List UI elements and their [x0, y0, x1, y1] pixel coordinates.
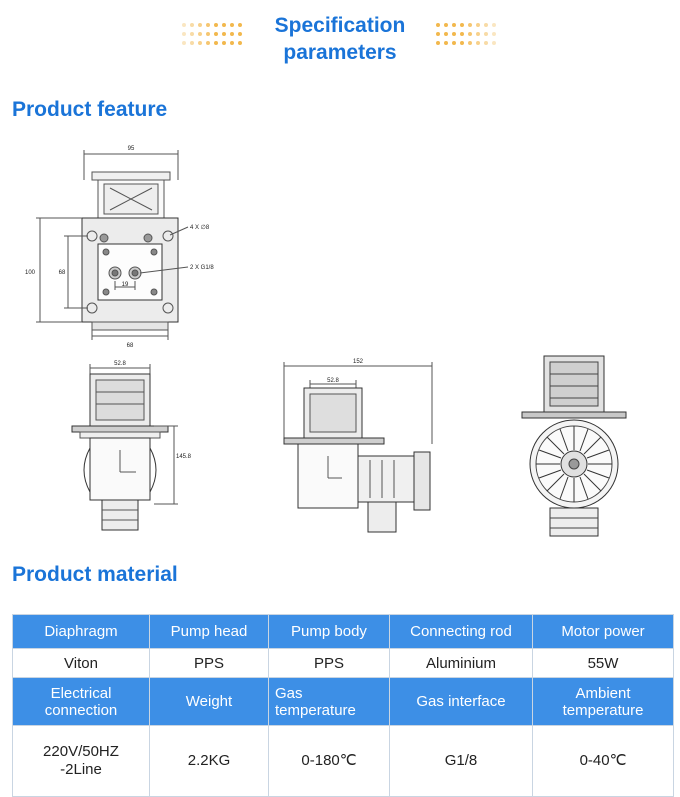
header-cell: Connecting rod [389, 614, 533, 649]
dim-side-width: 52.8 [327, 378, 339, 384]
dim-width: 95 [128, 146, 135, 152]
table-row: Viton PPS PPS Aluminium 55W [12, 648, 674, 678]
table-row: Electrical connection Weight Gas tempera… [12, 677, 674, 726]
table-row: Diaphragm Pump head Pump body Connecting… [12, 614, 674, 649]
dim-side-length: 152 [353, 359, 364, 365]
product-feature-title: Product feature [12, 98, 168, 121]
dim-holes: 4 X ∅8 [190, 224, 210, 231]
decorative-dots-right-icon [436, 23, 496, 45]
dim-front-height: 145.8 [176, 454, 192, 460]
header-cell: Ambient temperature [532, 677, 674, 726]
dim-port-spacing: 19 [122, 282, 129, 288]
value-cell: 0-180℃ [268, 725, 390, 797]
header-cell: Weight [149, 677, 269, 726]
page-title-line1: Specification [274, 14, 406, 37]
value-cell: PPS [268, 648, 390, 678]
front-view-drawing: 52.8 145.8 [71, 361, 192, 531]
dim-hole-spacing-v: 68 [59, 270, 66, 276]
header-cell: Pump body [268, 614, 390, 649]
dim-height: 100 [25, 270, 36, 276]
material-table: Diaphragm Pump head Pump body Connecting… [12, 614, 674, 797]
value-cell: 2.2KG [149, 725, 269, 797]
value-cell: Viton [12, 648, 150, 678]
dim-ports: 2 X G1/8 [190, 265, 214, 271]
value-cell: 220V/50HZ -2Line [12, 725, 150, 797]
rear-view-drawing [521, 355, 627, 537]
header-cell: Diaphragm [12, 614, 150, 649]
header-cell: Pump head [149, 614, 269, 649]
header-cell: Motor power [532, 614, 674, 649]
value-cell: G1/8 [389, 725, 533, 797]
header-cell: Electrical connection [12, 677, 150, 726]
dim-front-width: 52.8 [114, 361, 126, 367]
dim-hole-spacing-h: 68 [127, 343, 134, 349]
page-title-line2: parameters [283, 41, 397, 64]
header-cell: Gas interface [389, 677, 533, 726]
product-material-title: Product material [12, 563, 178, 586]
decorative-dots-left-icon [182, 23, 242, 45]
page-title: Specification parameters [0, 12, 680, 66]
value-cell: 55W [532, 648, 674, 678]
header-cell: Gas temperature [268, 677, 390, 726]
value-cell: 0-40℃ [532, 725, 674, 797]
side-view-drawing: 152 52.8 [283, 359, 433, 533]
value-cell: PPS [149, 648, 269, 678]
top-view-drawing: 95 100 68 68 19 4 X ∅8 2 X G1/8 [25, 146, 214, 349]
value-cell: Aluminium [389, 648, 533, 678]
table-row: 220V/50HZ -2Line 2.2KG 0-180℃ G1/8 0-40℃ [12, 725, 674, 797]
